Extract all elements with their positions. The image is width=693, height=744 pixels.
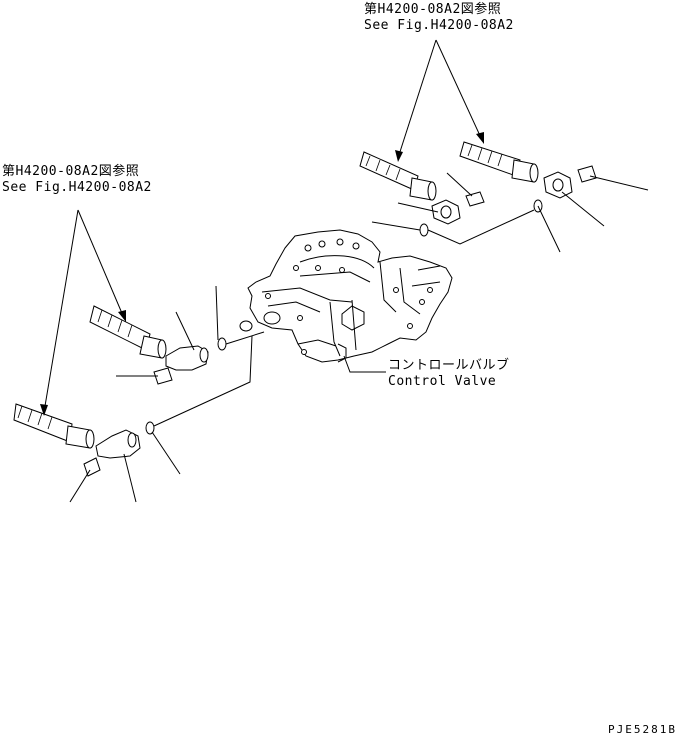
reference-callout-left-jp: 第H4200-08A2図参照 — [2, 164, 140, 179]
drawing-code: PJE5281B — [608, 723, 677, 736]
reference-callout-left-en: See Fig.H4200-08A2 — [2, 180, 152, 195]
control-valve-body — [239, 229, 453, 363]
hose-top-right-a — [359, 151, 437, 201]
reference-callout-top-right-jp: 第H4200-08A2図参照 — [364, 2, 502, 17]
reference-callout-top-right-en: See Fig.H4200-08A2 — [364, 18, 514, 33]
plug-left-upper — [153, 367, 173, 385]
elbow-fitting-left-lower — [95, 429, 141, 459]
control-valve-label-jp: コントロールバルブ — [388, 358, 510, 373]
hose-left-upper — [89, 305, 167, 359]
plug-top-right-a — [465, 191, 485, 207]
leader-lines — [40, 39, 649, 503]
elbow-fitting-top-right-b — [543, 171, 573, 199]
control-valve-label-en: Control Valve — [388, 374, 497, 389]
elbow-fitting-left-upper — [165, 345, 209, 371]
o-ring-top-right-a — [419, 223, 429, 237]
hose-left-lower — [13, 403, 95, 449]
hose-top-right-b — [459, 141, 539, 183]
o-ring-left-lower — [145, 421, 155, 435]
plug-top-right-b — [577, 165, 597, 183]
o-ring-left-upper — [217, 337, 227, 351]
plug-left-lower — [83, 457, 101, 477]
elbow-fitting-top-right-a — [431, 199, 461, 225]
